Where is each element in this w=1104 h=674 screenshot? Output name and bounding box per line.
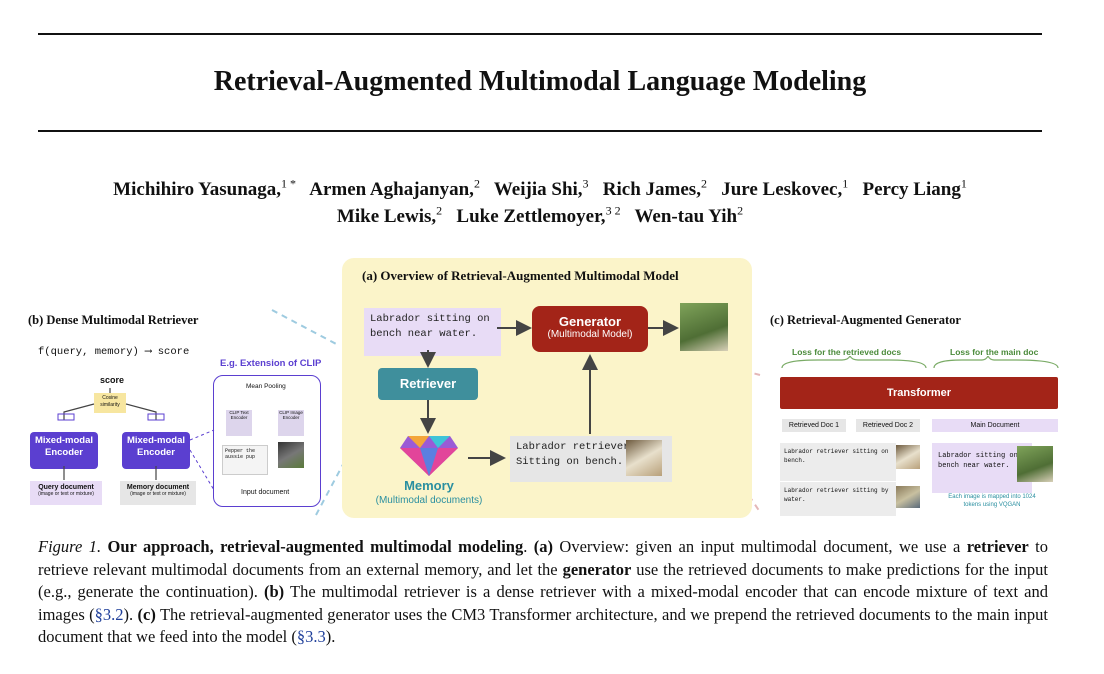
caption-generator-term: generator: [562, 559, 632, 579]
main-document-box: Labrador sitting on bench near water.: [932, 443, 1032, 493]
caption-head: Our approach, retrieval-augmented multim…: [107, 537, 524, 556]
caption-label: Figure 1.: [38, 537, 102, 556]
retriever-formula: f(query, memory) ⟶ score: [38, 346, 190, 358]
clip-image-encoder: CLIP Image Encoder: [278, 410, 304, 436]
query-document-label: Query document: [38, 484, 94, 491]
author: Mike Lewis,2: [336, 204, 443, 228]
section-ref-link[interactable]: §3.3: [296, 627, 326, 647]
retrieved-doc-2-image: [896, 486, 920, 508]
loss-retrieved-label: Loss for the retrieved docs: [792, 347, 902, 357]
query-document-sublabel: (image or text or mixture): [38, 491, 94, 497]
retrieved-doc-1-image: [896, 445, 920, 469]
clip-text-encoder: CLIP Text Encoder: [226, 410, 252, 436]
author: Jure Leskovec,1: [721, 177, 849, 201]
panel-a-arrows: [420, 320, 679, 466]
panel-b-connectors: [57, 388, 215, 491]
memory-document-sublabel: (image or text or mixture): [130, 491, 186, 497]
mixed-modal-encoder-query: Mixed-modal Encoder: [30, 432, 98, 469]
panel-b-title: (b) Dense Multimodal Retriever: [28, 313, 199, 327]
vqgan-note: Each image is mapped into 1024 tokens us…: [948, 494, 1036, 508]
author: Luke Zettlemoyer,3 2: [456, 204, 621, 228]
retrieved-doc-2-header: Retrieved Doc 2: [856, 419, 920, 432]
author: Michihiro Yasunaga,1 *: [113, 177, 297, 201]
author: Wen-tau Yih2: [634, 204, 744, 228]
main-document-image: [1017, 446, 1053, 482]
paper-title: Retrieval-Augmented Multimodal Language …: [213, 66, 867, 97]
clip-extension-title: E.g. Extension of CLIP: [220, 358, 322, 369]
clip-extension-box: [213, 375, 321, 507]
score-label: score: [100, 375, 125, 385]
retrieved-dog-image: [626, 440, 662, 476]
retrieved-doc-1-header: Retrieved Doc 1: [782, 419, 846, 432]
pepper-image-doc: [278, 442, 304, 468]
loss-braces: [781, 356, 1059, 369]
mixed-modal-encoder-memory: Mixed-modal Encoder: [122, 432, 190, 469]
loss-main-label: Loss for the main doc: [950, 347, 1039, 357]
generator-box: Generator (Multimodal Model): [532, 306, 648, 352]
panel-a-title: (a) Overview of Retrieval-Augmented Mult…: [362, 268, 679, 283]
top-rule: [38, 33, 1042, 35]
panel-c-title: (c) Retrieval-Augmented Generator: [770, 313, 961, 327]
memory-sublabel: (Multimodal documents): [375, 495, 483, 506]
author: Armen Aghajanyan,2: [309, 177, 480, 201]
memory-document-box: Memory document (image or text or mixtur…: [120, 481, 196, 505]
generator-sublabel: (Multimodal Model): [547, 329, 633, 340]
author: Rich James,2: [602, 177, 707, 201]
generator-label: Generator: [558, 314, 622, 329]
query-document-box: Query document (image or text or mixture…: [30, 481, 102, 505]
memory-gem-icon: [400, 436, 458, 476]
main-document-header: Main Document: [932, 419, 1058, 432]
author: Percy Liang1: [862, 177, 967, 201]
memory-label: Memory: [404, 478, 454, 493]
transformer-box: Transformer: [780, 377, 1058, 409]
input-document-box: Labrador sitting on bench near water.: [364, 308, 501, 356]
caption-retriever-term: retriever: [966, 537, 1029, 556]
cosine-similarity-box: Cosine similarity: [94, 393, 126, 413]
retriever-box: Retriever: [378, 368, 478, 400]
output-dog-image: [680, 303, 728, 351]
memory-document-label: Memory document: [126, 484, 190, 491]
figure-caption: Figure 1. Our approach, retrieval-augmen…: [38, 537, 1049, 647]
section-ref-link[interactable]: §3.2: [94, 604, 124, 624]
pepper-text-doc: Pepper the aussie pup: [222, 445, 268, 475]
input-document-label: Input document: [241, 489, 290, 496]
retrieved-doc-2-box: Labrador retriever sitting by water.: [780, 482, 896, 516]
authors-line-2: Mike Lewis,2 Luke Zettlemoyer,3 2 Wen-ta…: [0, 204, 1080, 228]
title-bottom-rule: [38, 130, 1042, 132]
mean-pooling-label: Mean Pooling: [246, 383, 286, 390]
author: Weijia Shi,3: [493, 177, 589, 201]
retrieved-doc-1-box: Labrador retriever sitting on bench.: [780, 443, 896, 481]
authors-line-1: Michihiro Yasunaga,1 * Armen Aghajanyan,…: [0, 177, 1080, 201]
